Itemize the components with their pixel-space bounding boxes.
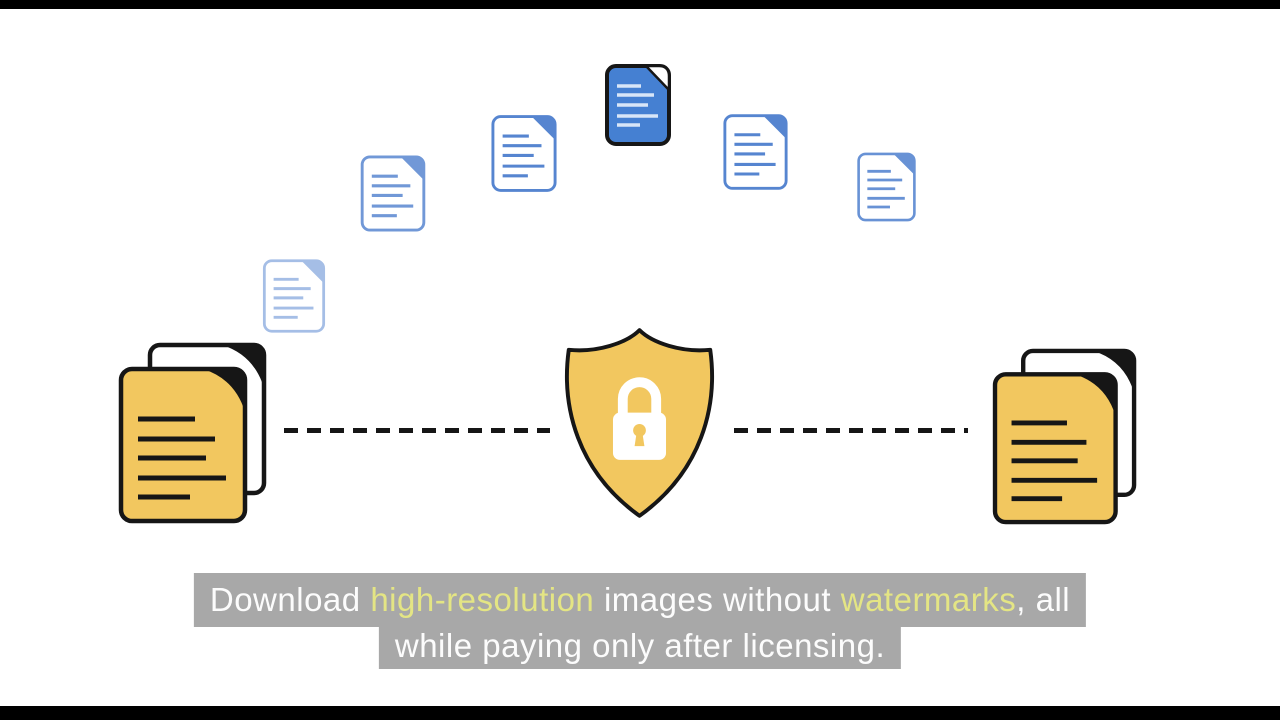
caption-text: , all — [1016, 581, 1071, 618]
caption-line-1: Download high-resolution images without … — [193, 573, 1087, 627]
caption-line-2: while paying only after licensing. — [378, 627, 902, 669]
caption-text: while paying only after licensing. — [394, 627, 886, 664]
letterbox-bar-bottom — [0, 706, 1280, 720]
blue-document-icon — [603, 62, 673, 148]
dashed-connector-right — [734, 428, 968, 433]
dashed-connector-left — [284, 428, 550, 433]
caption-text: images without — [594, 581, 841, 618]
letterbox-bar-top — [0, 0, 1280, 9]
document-icon — [358, 154, 428, 233]
caption-highlight: watermarks — [840, 581, 1017, 618]
caption-highlight: high-resolution — [370, 581, 595, 618]
shield-lock-icon — [565, 328, 714, 518]
document-icon — [261, 258, 327, 334]
document-icon — [856, 151, 917, 223]
document-icon — [490, 113, 558, 194]
document-icon — [722, 112, 789, 192]
right-document-stack-icon — [992, 348, 1140, 525]
left-document-stack-icon — [118, 342, 270, 524]
caption-text: Download — [209, 581, 371, 618]
